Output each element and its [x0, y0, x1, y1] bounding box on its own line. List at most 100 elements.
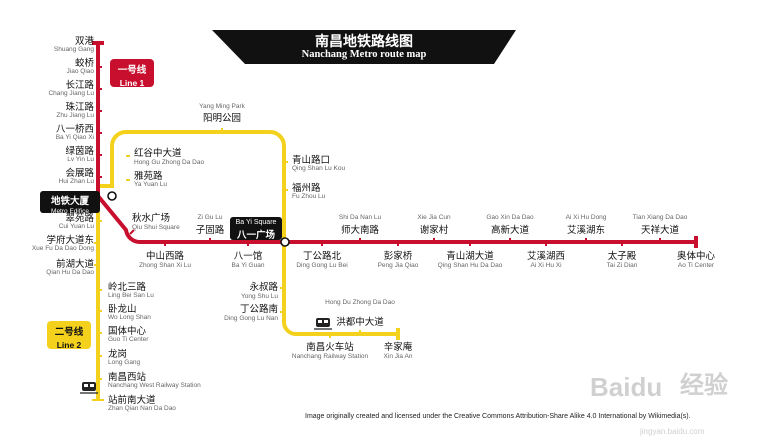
station-jiaoqiao: 蛟桥: [74, 58, 94, 69]
station-hongduzhongdadao: 洪都中大道: [336, 317, 384, 328]
map-title: 南昌地铁路线图: [315, 33, 413, 49]
station-honggutan-en: Hong Gu Zhong Da Dao: [134, 159, 205, 166]
station-qingshanlukou-en: Qing Shan Lu Kou: [292, 165, 346, 172]
station-lingbeisanlu: 岭北三路: [108, 282, 147, 293]
station-taizidian: 太子殿: [607, 251, 637, 262]
station-yangmingpark: 阳明公园: [202, 113, 242, 124]
station-ziguolu: 子固路: [195, 225, 225, 236]
watermark-name: 经验: [680, 372, 728, 399]
bayi-square-zh: 八一广场: [236, 230, 275, 241]
station-ziguolu-en: Zi Gu Lu: [197, 214, 223, 221]
watermark-brand: Baidu: [590, 372, 663, 402]
bayi-square-label: Ba Yi Square 八一广场: [230, 217, 282, 241]
station-fuzhoulu: 福州路: [292, 183, 321, 194]
watermark-url: jingyan.baidu.com: [640, 427, 705, 436]
station-xiejiacun-en: Xie Jia Cun: [417, 214, 451, 221]
station-changjianglu: 长江路: [65, 80, 94, 91]
station-lingbeisanlu-en: Ling Bei San Lu: [108, 292, 154, 299]
station-qingshanlukou: 青山路口: [292, 155, 331, 166]
station-shuanggang-en: Shuang Gang: [53, 46, 94, 53]
station-nanchanghuochezhan: 南昌火车站: [306, 342, 354, 353]
station-aixihuxi-en: Ai Xi Hu Xi: [530, 262, 562, 269]
station-dingonglubei-en: Ding Gong Lu Bei: [296, 262, 348, 269]
metro-edifice-label: 地铁大厦 Metro Edifice: [40, 191, 100, 215]
station-wolongshan-en: Wo Long Shan: [108, 314, 151, 321]
station-cuiyuanlu: 翠苑路: [65, 213, 94, 224]
station-qiushui-en: Qiu Shui Square: [132, 224, 180, 231]
train-icon: [80, 382, 98, 394]
title-banner: [212, 30, 516, 64]
station-aixihudong-en: Ai Xi Hu Dong: [565, 214, 607, 221]
station-nanchangxizhan-en: Nanchang West Railway Station: [108, 382, 201, 389]
station-shidananlu: 师大南路: [340, 225, 380, 236]
station-pengjiaqiao-en: Peng Jia Qiao: [377, 262, 419, 269]
station-nanchangxizhan: 南昌西站: [108, 372, 147, 383]
station-qianhudadao: 前湖大道: [55, 259, 94, 270]
station-aixihudong: 艾溪湖东: [566, 225, 606, 236]
station-hongduzhongdadao-en: Hong Du Zhong Da Dao: [325, 299, 395, 306]
station-xinjiaan: 辛家庵: [383, 342, 413, 353]
station-xuefudadaodong: 学府大道东: [46, 235, 94, 246]
line1-badge: 一号线 Line 1: [110, 59, 154, 88]
station-changjianglu-en: Chang Jiang Lu: [48, 90, 94, 97]
metro-edifice-en: Metro Edifice: [51, 208, 89, 215]
station-gaoxindadao: 高新大道: [490, 225, 530, 236]
station-guotizhongxin: 国体中心: [108, 326, 147, 337]
interchange-metro-edifice: [107, 191, 117, 201]
station-qiushui: 秋水广场: [132, 213, 171, 224]
metro-edifice-zh: 地铁大厦: [50, 196, 89, 207]
station-bayiqiaoxi-en: Ba Yi Qiao Xi: [55, 134, 94, 141]
station-yongshulu: 永叔路: [249, 282, 278, 293]
station-zhongshanxilu-en: Zhong Shan Xi Lu: [138, 262, 192, 269]
station-jiaoqiao-en: Jiao Qiao: [66, 68, 94, 75]
station-pengjiaqiao: 彭家桥: [383, 251, 413, 262]
station-xinjiaan-en: Xin Jia An: [383, 353, 413, 360]
station-shuanggang: 双港: [74, 36, 94, 47]
station-qianhudadao-en: Qian Hu Da Dao: [46, 269, 94, 276]
station-xuefudadaodong-en: Xue Fu Da Dao Dong: [31, 245, 94, 252]
station-lvyinlu: 绿茵路: [65, 146, 94, 157]
station-huizhanlu: 会展路: [65, 168, 94, 179]
station-aotizhongxin-en: Ao Ti Center: [677, 262, 715, 269]
station-longgang-en: Long Gang: [108, 359, 141, 366]
tick-qiushui: [129, 229, 135, 235]
map-subtitle: Nanchang Metro route map: [301, 49, 427, 60]
station-lvyinlu-en: Lv Yin Lu: [67, 156, 94, 163]
line1-route: [96, 43, 696, 245]
credit-text: Image originally created and licensed un…: [305, 413, 691, 420]
station-gaoxindadao-en: Gao Xin Da Dao: [486, 214, 534, 221]
station-dingonglunan-en: Ding Gong Lu Nan: [224, 315, 278, 322]
line1-badge-en: Line 1: [119, 78, 145, 88]
line2-badge: 二号线 Line 2: [47, 321, 91, 350]
line2-badge-en: Line 2: [56, 340, 82, 350]
station-xiejiacun: 谢家村: [419, 225, 449, 236]
station-cuiyuanlu-en: Cui Yuan Lu: [58, 223, 94, 230]
station-yayuanlu-en: Ya Yuan Lu: [134, 181, 168, 188]
station-yongshulu-en: Yong Shu Lu: [241, 293, 278, 300]
station-honggutan: 红谷中大道: [134, 148, 182, 159]
station-tianxiangdadao-en: Tian Xiang Da Dao: [632, 214, 688, 221]
station-fuzhoulu-en: Fu Zhou Lu: [292, 193, 326, 200]
station-aixihuxi: 艾溪湖西: [526, 251, 566, 262]
station-zhanqiannandadao-en: Zhan Qian Nan Da Dao: [108, 405, 176, 412]
interchange-bayi-square: [280, 237, 290, 247]
station-wolongshan: 卧龙山: [108, 304, 137, 315]
station-taizidian-en: Tai Zi Dian: [606, 262, 638, 269]
station-tianxiangdadao: 天祥大道: [640, 225, 680, 236]
train-icon: [314, 318, 332, 330]
station-shidananlu-en: Shi Da Nan Lu: [338, 214, 382, 221]
station-zhanqiannandadao: 站前南大道: [108, 395, 156, 406]
station-yayuanlu: 雅苑路: [134, 171, 163, 182]
station-nanchanghuochezhan-en: Nanchang Railway Station: [291, 353, 369, 360]
station-guotizhongxin-en: Guo Ti Center: [108, 336, 149, 343]
station-bayiguan: 八一馆: [233, 251, 263, 262]
line2-ticks: [92, 128, 361, 401]
station-huizhanlu-en: Hui Zhan Lu: [58, 178, 94, 185]
station-zhujianglu-en: Zhu Jiang Lu: [56, 112, 94, 119]
line2-badge-zh: 二号线: [54, 327, 84, 338]
station-qingshanhudadao: 青山湖大道: [446, 251, 494, 262]
station-qingshanhudadao-en: Qing Shan Hu Da Dao: [437, 262, 503, 269]
station-bayiguan-en: Ba Yi Guan: [231, 262, 265, 269]
